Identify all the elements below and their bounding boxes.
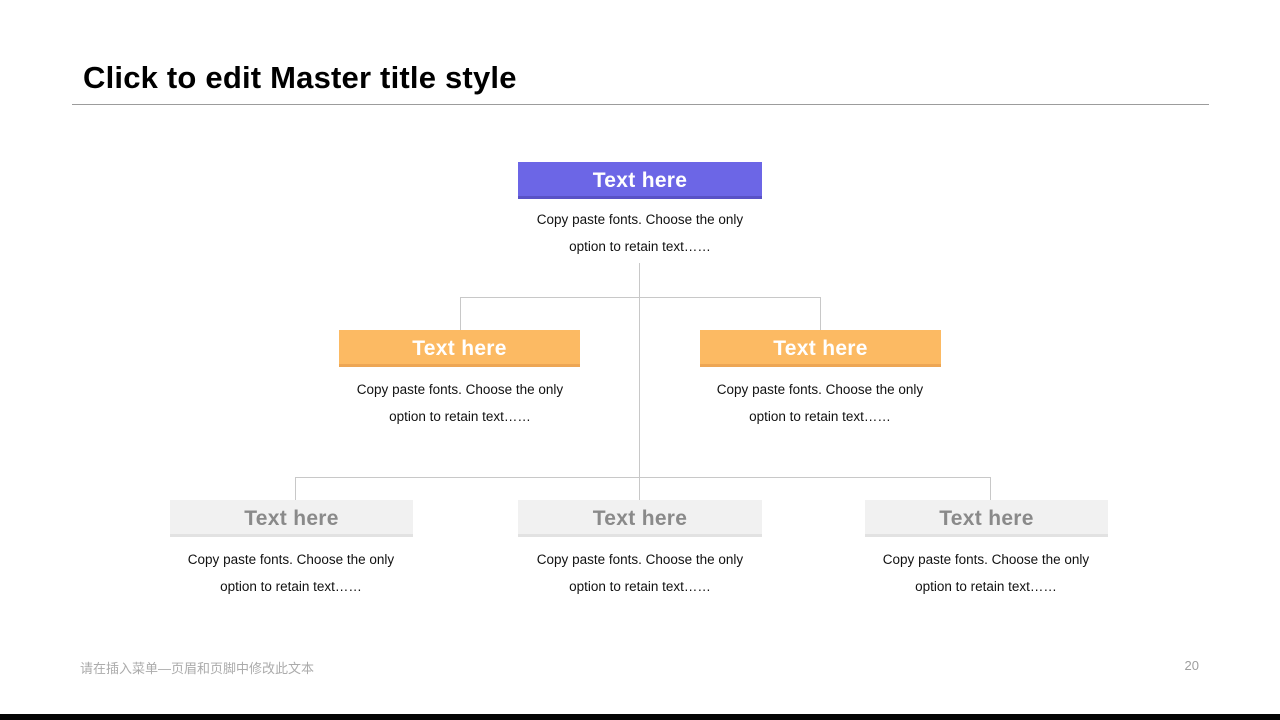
description-line: Copy paste fonts. Choose the only (536, 552, 744, 567)
connector-line (295, 477, 990, 478)
description-line: Copy paste fonts. Choose the only (356, 382, 564, 397)
org-node-level2-left[interactable]: Text here (339, 330, 580, 367)
connector-line (460, 297, 461, 330)
description-line: Copy paste fonts. Choose the only (716, 382, 924, 397)
org-node-level3-center[interactable]: Text here (518, 500, 762, 537)
org-node-level2-left-description[interactable]: Copy paste fonts. Choose the only option… (300, 376, 620, 430)
org-node-root[interactable]: Text here (518, 162, 762, 199)
slide-title[interactable]: Click to edit Master title style (83, 60, 517, 95)
org-node-level3-right-description[interactable]: Copy paste fonts. Choose the only option… (826, 546, 1146, 600)
org-node-level2-right-description[interactable]: Copy paste fonts. Choose the only option… (660, 376, 980, 430)
connector-line (990, 477, 991, 500)
org-node-level3-center-description[interactable]: Copy paste fonts. Choose the only option… (480, 546, 800, 600)
description-line: option to retain text…… (569, 239, 711, 254)
org-node-level2-right[interactable]: Text here (700, 330, 941, 367)
description-line: option to retain text…… (915, 579, 1057, 594)
org-node-level3-right[interactable]: Text here (865, 500, 1108, 537)
connector-line (820, 297, 821, 330)
connector-line (639, 263, 640, 297)
description-line: option to retain text…… (220, 579, 362, 594)
description-line: option to retain text…… (389, 409, 531, 424)
description-line: Copy paste fonts. Choose the only (187, 552, 395, 567)
connector-line (639, 297, 640, 477)
footer-placeholder-text[interactable]: 请在插入菜单—页眉和页脚中修改此文本 (80, 661, 315, 676)
org-node-root-description[interactable]: Copy paste fonts. Choose the only option… (480, 206, 800, 260)
org-node-level3-left-description[interactable]: Copy paste fonts. Choose the only option… (131, 546, 451, 600)
title-underline (72, 104, 1209, 105)
org-node-level3-left[interactable]: Text here (170, 500, 413, 537)
description-line: Copy paste fonts. Choose the only (536, 212, 744, 227)
connector-line (295, 477, 296, 500)
description-line: option to retain text…… (749, 409, 891, 424)
description-line: Copy paste fonts. Choose the only (882, 552, 1090, 567)
description-line: option to retain text…… (569, 579, 711, 594)
connector-line (460, 297, 821, 298)
connector-line (639, 477, 640, 500)
bottom-bar (0, 714, 1280, 720)
page-number: 20 (1184, 658, 1199, 673)
